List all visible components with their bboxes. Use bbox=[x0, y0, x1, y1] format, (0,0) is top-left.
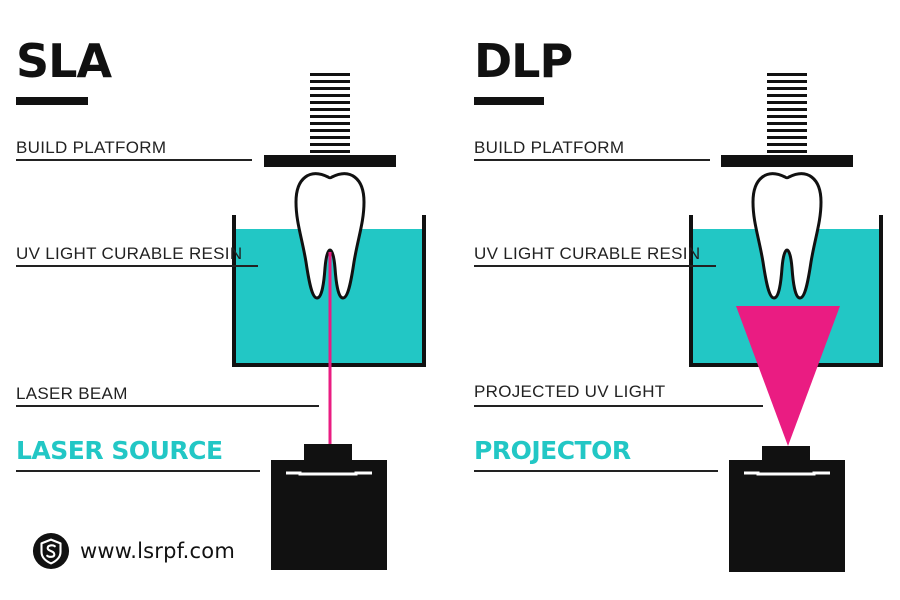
sla-label-build-platform: BUILD PLATFORM bbox=[16, 138, 167, 157]
sla-laser-source bbox=[271, 444, 387, 570]
sla-platform-column bbox=[310, 73, 350, 153]
sla-leader-light bbox=[16, 405, 319, 407]
dlp-label-light: PROJECTED UV LIGHT bbox=[474, 382, 666, 401]
dlp-leader-source bbox=[474, 470, 718, 472]
sla-label-light: LASER BEAM bbox=[16, 384, 128, 403]
dlp-platform-column bbox=[767, 73, 807, 153]
sla-title-underline bbox=[16, 97, 88, 105]
dlp-label-build-platform: BUILD PLATFORM bbox=[474, 138, 625, 157]
dlp-title: DLP bbox=[474, 34, 573, 88]
dlp-build-platform bbox=[721, 155, 853, 167]
sla-build-platform bbox=[264, 155, 396, 167]
shield-s-logo-icon bbox=[32, 532, 70, 570]
sla-title: SLA bbox=[16, 34, 112, 88]
dlp-leader-build-platform bbox=[474, 159, 710, 161]
dlp-leader-light bbox=[474, 405, 763, 407]
sla-panel: SLA BUILD PL bbox=[16, 34, 426, 570]
sla-diagram bbox=[232, 73, 426, 570]
watermark-url: www.lsrpf.com bbox=[80, 539, 236, 563]
dlp-title-underline bbox=[474, 97, 544, 105]
sla-tooth-model bbox=[294, 172, 366, 300]
sla-leader-resin bbox=[16, 265, 258, 267]
dlp-projector bbox=[729, 446, 845, 572]
dlp-projected-uv-light bbox=[736, 306, 840, 446]
dlp-diagram bbox=[689, 73, 883, 572]
sla-label-resin: UV LIGHT CURABLE RESIN bbox=[16, 244, 243, 263]
sla-leader-source bbox=[16, 470, 260, 472]
dlp-tooth-model bbox=[751, 172, 823, 300]
watermark: www.lsrpf.com bbox=[32, 532, 235, 570]
dlp-leader-resin bbox=[474, 265, 716, 267]
dlp-panel: DLP BUILD PL bbox=[450, 0, 900, 600]
sla-label-source: LASER SOURCE bbox=[16, 436, 223, 465]
dlp-label-source: PROJECTOR bbox=[474, 436, 631, 465]
sla-leader-build-platform bbox=[16, 159, 252, 161]
dlp-label-resin: UV LIGHT CURABLE RESIN bbox=[474, 244, 701, 263]
